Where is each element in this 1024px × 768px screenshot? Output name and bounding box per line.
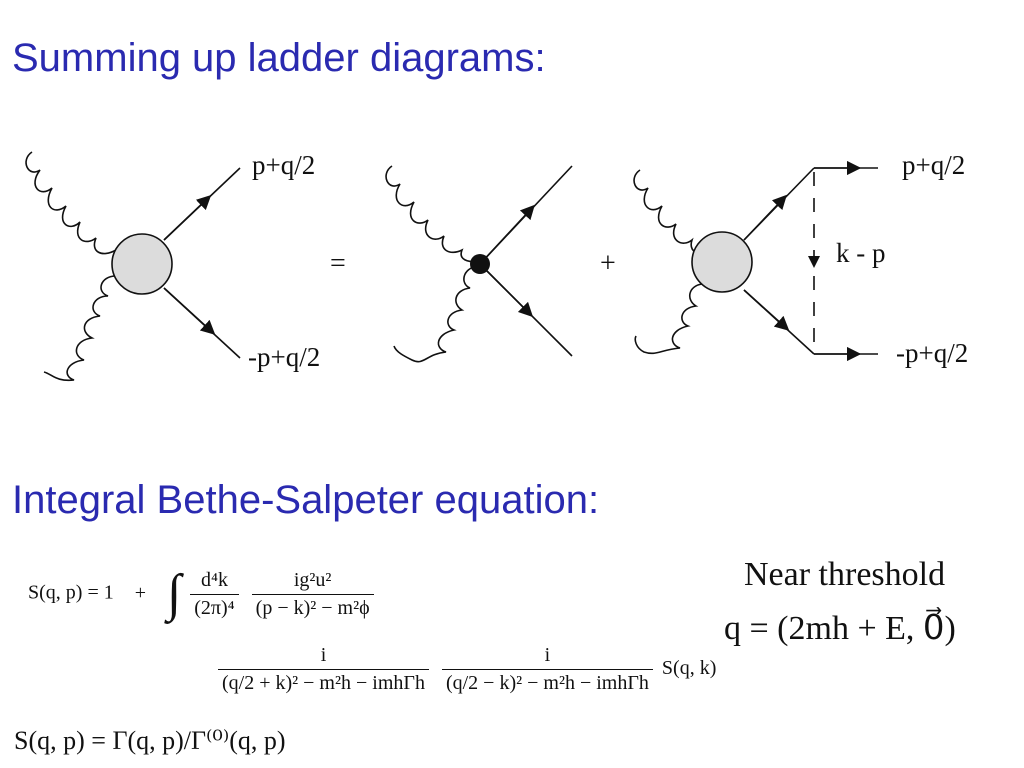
gluon-upper-right	[633, 169, 707, 256]
point-vertex-dot	[470, 254, 490, 274]
label-bottom-momentum: -p+q/2	[248, 342, 320, 372]
ladder-diagram-equation: p+q/2 -p+q/2 = + k - p p+q/2 -p+q/2	[25, 150, 968, 382]
fermion-arrow-bottom-right	[743, 289, 790, 331]
equation-definition: S(q, p) = Γ(q, p)/Γ⁽⁰⁾(q, p)	[14, 726, 286, 755]
label-top-right-momentum: p+q/2	[902, 150, 965, 180]
threshold-label: Near threshold	[744, 556, 946, 593]
heading-ladder-diagrams: Summing up ladder diagrams:	[12, 36, 546, 80]
gluon-upper-middle	[385, 165, 479, 263]
threshold-momentum: q = (2mh + E, 0⃗)	[724, 610, 956, 647]
equation-line-1: S(q, p) = 1 + ∫ d⁴k (2π)⁴ ig²u² (p − k)²…	[28, 568, 378, 620]
diagram-point-vertex	[385, 165, 573, 363]
exchange-arrow	[808, 256, 820, 268]
blob-vertex	[111, 233, 173, 295]
equation-tail: S(q, k)	[661, 657, 717, 680]
gluon-lower-left	[43, 275, 117, 382]
integral-sign: ∫	[167, 565, 182, 622]
label-top-momentum: p+q/2	[252, 150, 315, 180]
fermion-arrow-bottom	[163, 287, 216, 335]
label-exchange-momentum: k - p	[836, 238, 886, 268]
fraction-propagator-plus: i (q/2 + k)² − m²h − imhΓh	[218, 644, 429, 695]
blob-vertex-right	[691, 231, 753, 293]
plus-sign: +	[600, 248, 616, 279]
diagram-ladder-rung: k - p p+q/2 -p+q/2	[633, 150, 968, 368]
equation-lhs: S(q, p) = 1	[28, 581, 114, 604]
fermion-arrow-top	[163, 195, 212, 241]
fermion-arrow-top-right	[743, 194, 787, 241]
equation-line-2: i (q/2 + k)² − m²h − imhΓh i (q/2 − k)² …	[214, 644, 716, 695]
diagram-full-vertex: p+q/2 -p+q/2	[25, 150, 320, 382]
heading-bethe-salpeter: Integral Bethe-Salpeter equation:	[12, 478, 600, 522]
fermion-arrow-bottom-middle	[479, 263, 534, 318]
gluon-lower-middle	[393, 265, 479, 363]
fraction-propagator-minus: i (q/2 − k)² − m²h − imhΓh	[441, 644, 653, 695]
equation-plus: +	[134, 581, 147, 604]
fermion-arrow-top-middle	[479, 204, 535, 265]
equals-sign: =	[330, 248, 346, 279]
label-bottom-right-momentum: -p+q/2	[896, 338, 968, 368]
fraction-measure: d⁴k (2π)⁴	[190, 569, 239, 620]
fraction-coupling: ig²u² (p − k)² − m²ϕ	[251, 569, 374, 620]
gluon-upper-left	[25, 151, 117, 255]
gluon-lower-right	[634, 283, 703, 355]
